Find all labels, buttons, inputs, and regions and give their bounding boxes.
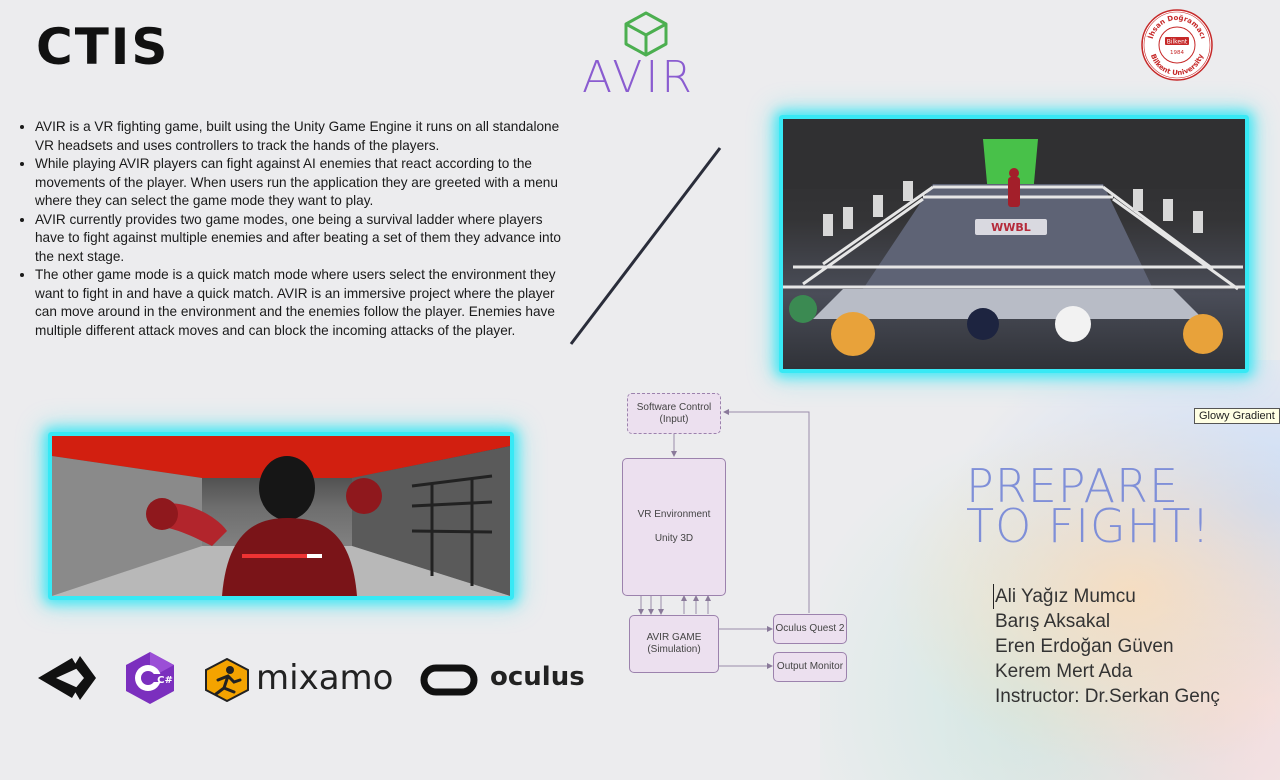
csharp-logo-icon: C# [126, 652, 174, 704]
corridor-fight-screenshot [48, 432, 514, 600]
mixamo-logo-text: mixamo [256, 658, 394, 698]
project-description: AVIR is a VR fighting game, built using … [18, 118, 565, 340]
oculus-logo-text: oculus [490, 662, 585, 692]
avir-game-box: AVIR GAME (Simulation) [629, 615, 719, 673]
corridor-scene [52, 436, 510, 596]
technology-logos: C# mixamo oculus [34, 650, 594, 710]
software-control-box: Software Control (Input) [627, 393, 721, 434]
ring-mat-text: WWBL [991, 221, 1031, 234]
description-bullet: While playing AVIR players can fight aga… [35, 155, 565, 211]
university-seal-icon: İhsan Doğramacı Bilkent University Bilke… [1141, 9, 1213, 81]
boxing-ring-scene: WWBL [783, 119, 1245, 356]
csharp-glyph: C# [157, 675, 173, 686]
description-bullet: AVIR currently provides two game modes, … [35, 211, 565, 267]
cube-icon [624, 11, 668, 57]
oculus-logo-icon [420, 664, 478, 696]
org-title: CTIS [36, 18, 170, 76]
project-title: AVIR [582, 52, 695, 103]
seal-center-text: Bilkent [1167, 39, 1188, 46]
mixamo-logo-icon [205, 658, 249, 702]
tagline-line-2: TO FIGHT! [966, 499, 1211, 553]
boxing-ring-screenshot: WWBL [779, 115, 1249, 373]
output-monitor-box: Output Monitor [773, 652, 847, 682]
team-member: Barış Aksakal [995, 611, 1111, 632]
diagonal-divider [569, 147, 722, 345]
team-member: Ali Yağız Mumcu [993, 584, 1220, 609]
vr-environment-label: VR Environment [637, 509, 711, 520]
seal-year-text: 1984 [1170, 50, 1184, 56]
tagline-line-1: PREPARE [966, 459, 1180, 513]
instructor-name: Instructor: Dr.Serkan Genç [995, 686, 1220, 707]
team-member: Kerem Mert Ada [995, 661, 1133, 682]
team-member: Eren Erdoğan Güven [995, 636, 1174, 657]
unity-3d-label: Unity 3D [654, 533, 694, 544]
description-bullet: AVIR is a VR fighting game, built using … [35, 118, 565, 155]
description-bullet: The other game mode is a quick match mod… [35, 266, 565, 340]
oculus-quest-box: Oculus Quest 2 [773, 614, 847, 644]
architecture-diagram: Software Control (Input) VR Environment … [596, 384, 856, 689]
vr-environment-box: VR Environment Unity 3D [622, 458, 726, 596]
element-tooltip: Glowy Gradient [1194, 408, 1280, 424]
team-list: Ali Yağız Mumcu Barış Aksakal Eren Erdoğ… [993, 584, 1220, 709]
unity-logo-icon [38, 656, 96, 700]
tagline: PREPARE TO FIGHT! [966, 459, 1211, 553]
diagram-connectors [638, 409, 810, 669]
